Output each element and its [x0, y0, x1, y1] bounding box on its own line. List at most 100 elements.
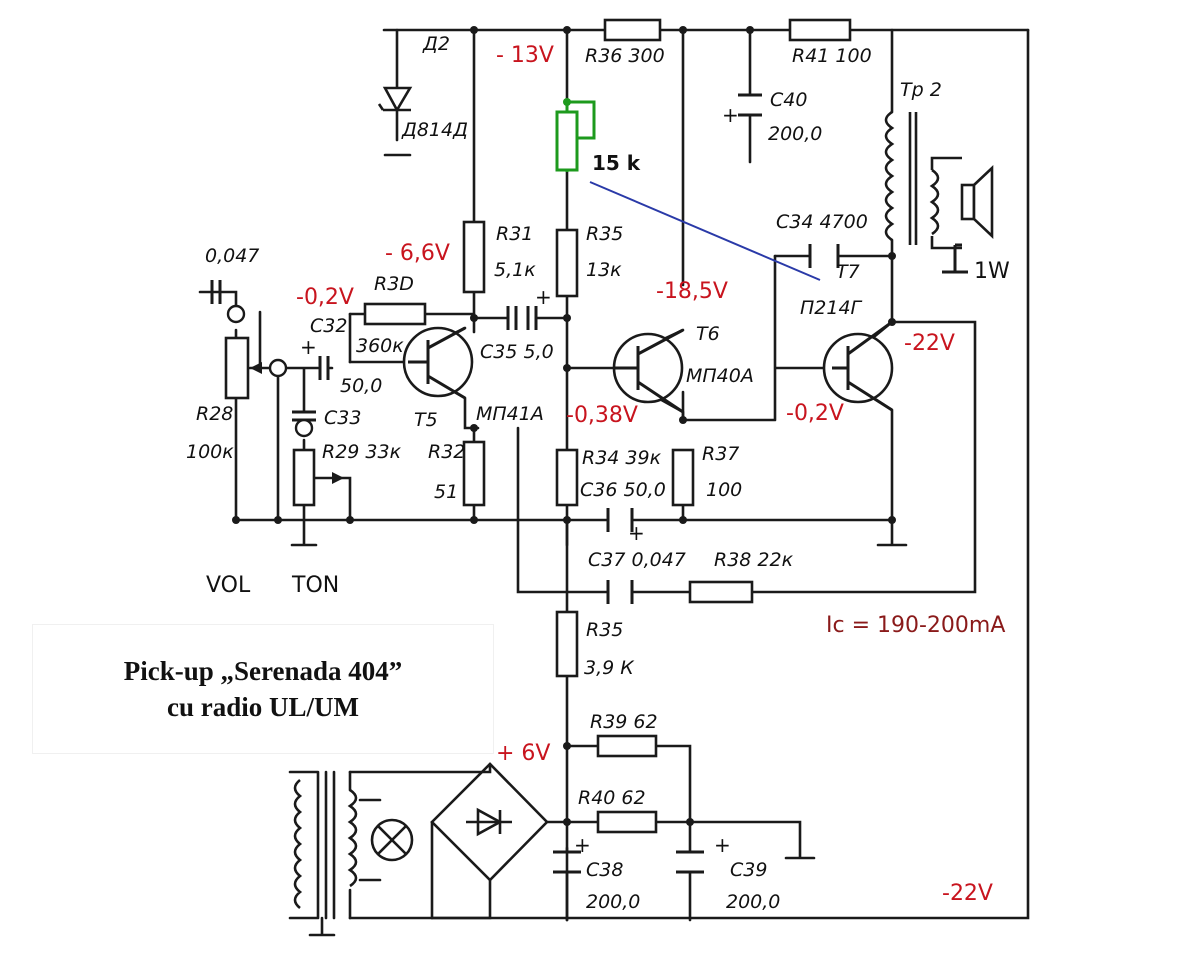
- capacitor-c38: [553, 850, 581, 874]
- title-line-2: cu radio UL/UM: [167, 692, 359, 722]
- label-r41: R41 100: [792, 45, 872, 67]
- svg-text:+: +: [628, 521, 645, 545]
- capacitor-c40: [738, 93, 762, 117]
- transistor-t7: [822, 332, 894, 404]
- label-r35-bottom-name: R35: [586, 619, 623, 641]
- capacitor-c36: [606, 508, 634, 532]
- label-r30-value: 360к: [356, 335, 404, 357]
- voltage-minus-0-2-input: -0,2V: [296, 285, 354, 310]
- component-labels: Д2 Д814Д R36 300 R41 100 C40 200,0 Tp 2 …: [186, 33, 942, 913]
- resistor-r41: [788, 18, 852, 42]
- label-r38: R38 22к: [714, 549, 794, 571]
- bridge-diode: [466, 807, 512, 837]
- resistor-r34: [555, 448, 579, 507]
- label-t5-type: МП41А: [476, 403, 544, 425]
- indicator-lamp: [370, 818, 414, 862]
- svg-text:+: +: [722, 103, 739, 127]
- label-r34: R34 39к: [582, 447, 662, 469]
- label-c40-value: 200,0: [768, 123, 822, 145]
- label-c40-name: C40: [770, 89, 807, 111]
- ground-symbols: [942, 243, 968, 274]
- label-r32-name: R32: [428, 441, 465, 463]
- resistor-r29: [292, 448, 316, 507]
- voltage-plus-6: + 6V: [496, 741, 550, 766]
- label-c38-name: C38: [586, 859, 623, 881]
- label-c38-value: 200,0: [586, 891, 640, 913]
- capacitor-c37: [606, 580, 634, 604]
- svg-text:+: +: [574, 833, 591, 857]
- svg-text:+: +: [714, 833, 731, 857]
- label-t6-type: МП40А: [686, 365, 754, 387]
- label-c32-value: 50,0: [340, 375, 382, 397]
- label-c35: C35 5,0: [480, 341, 554, 363]
- notes: Ic = 190-200mA 1W 15 k VOL TON: [206, 151, 1010, 638]
- zener-diode-d2: [377, 86, 413, 113]
- label-r37-value: 100: [706, 479, 742, 501]
- capacitor-c34: [808, 244, 840, 268]
- label-c34: C34 4700: [776, 211, 868, 233]
- capacitor-c32: [318, 356, 330, 380]
- title-box: Pick-up „Serenada 404” cu radio UL/UM: [32, 624, 494, 754]
- label-t7-type: П214Г: [800, 297, 863, 319]
- label-r35-top-value: 13к: [586, 259, 622, 281]
- label-r36: R36 300: [585, 45, 665, 67]
- label-t5-name: T5: [414, 409, 438, 431]
- annotation-line: [589, 181, 821, 281]
- label-d2-type: Д814Д: [401, 119, 468, 141]
- note-speaker-power: 1W: [974, 259, 1010, 284]
- voltage-minus-22-output: -22V: [904, 331, 955, 356]
- resistor-r39: [596, 734, 658, 758]
- label-r35-top-name: R35: [586, 223, 623, 245]
- label-d2-name: Д2: [422, 33, 450, 55]
- label-r37-name: R37: [702, 443, 739, 465]
- transistors: [402, 326, 894, 404]
- input-jack-2: [268, 358, 288, 378]
- label-vol: VOL: [206, 573, 251, 598]
- label-r30-name: R3D: [374, 273, 414, 295]
- label-r28-value: 100к: [186, 441, 234, 463]
- label-c32-name: C32: [310, 315, 347, 337]
- note-trimmer-15k: 15 k: [592, 151, 641, 175]
- voltage-annotations: - 13V - 6,6V -0,2V -18,5V -22V -0,38V -0…: [296, 43, 993, 906]
- voltage-minus-18-5: -18,5V: [656, 279, 728, 304]
- resistors: [224, 18, 852, 834]
- label-r31-value: 5,1к: [494, 259, 536, 281]
- label-c39-name: C39: [730, 859, 767, 881]
- junctions: [232, 26, 896, 826]
- resistor-r35-top: [555, 228, 579, 298]
- label-r29: R29 33к: [322, 441, 402, 463]
- label-r32-value: 51: [434, 481, 458, 503]
- label-c37: C37 0,047: [588, 549, 686, 571]
- voltage-minus-0-2-t7: -0,2V: [786, 401, 844, 426]
- label-c39-value: 200,0: [726, 891, 780, 913]
- capacitor-c35: [506, 306, 538, 330]
- input-jack-1: [226, 304, 246, 324]
- label-r35-bottom-value: 3,9 К: [584, 657, 635, 679]
- resistor-r35-bottom: [555, 610, 579, 678]
- title-line-1: Pick-up „Serenada 404”: [123, 656, 403, 686]
- input-jack-3: [294, 418, 314, 438]
- trimmer-15k: [555, 100, 596, 172]
- label-t7-name: T7: [836, 261, 860, 283]
- resistor-r37: [671, 448, 695, 507]
- label-r31-name: R31: [496, 223, 533, 245]
- resistor-r40: [596, 810, 658, 834]
- capacitor-c33: [292, 410, 316, 422]
- label-c36: C36 50,0: [580, 479, 666, 501]
- resistor-r30: [363, 302, 427, 326]
- resistor-r28: [224, 336, 250, 400]
- label-c33-name: C33: [324, 407, 361, 429]
- label-c-input: 0,047: [205, 245, 259, 267]
- resistor-r32: [462, 440, 486, 507]
- resistor-r38: [688, 580, 754, 604]
- voltage-minus-22-bottom: -22V: [942, 881, 993, 906]
- voltage-minus-6-6: - 6,6V: [385, 241, 450, 266]
- transistor-t5: [402, 326, 474, 398]
- voltage-minus-13: - 13V: [496, 43, 554, 68]
- label-r40: R40 62: [578, 787, 646, 809]
- resistor-r36: [603, 18, 662, 42]
- speaker: [960, 164, 994, 240]
- transistor-t6: [612, 332, 684, 404]
- voltage-minus-0-38: -0,38V: [566, 403, 638, 428]
